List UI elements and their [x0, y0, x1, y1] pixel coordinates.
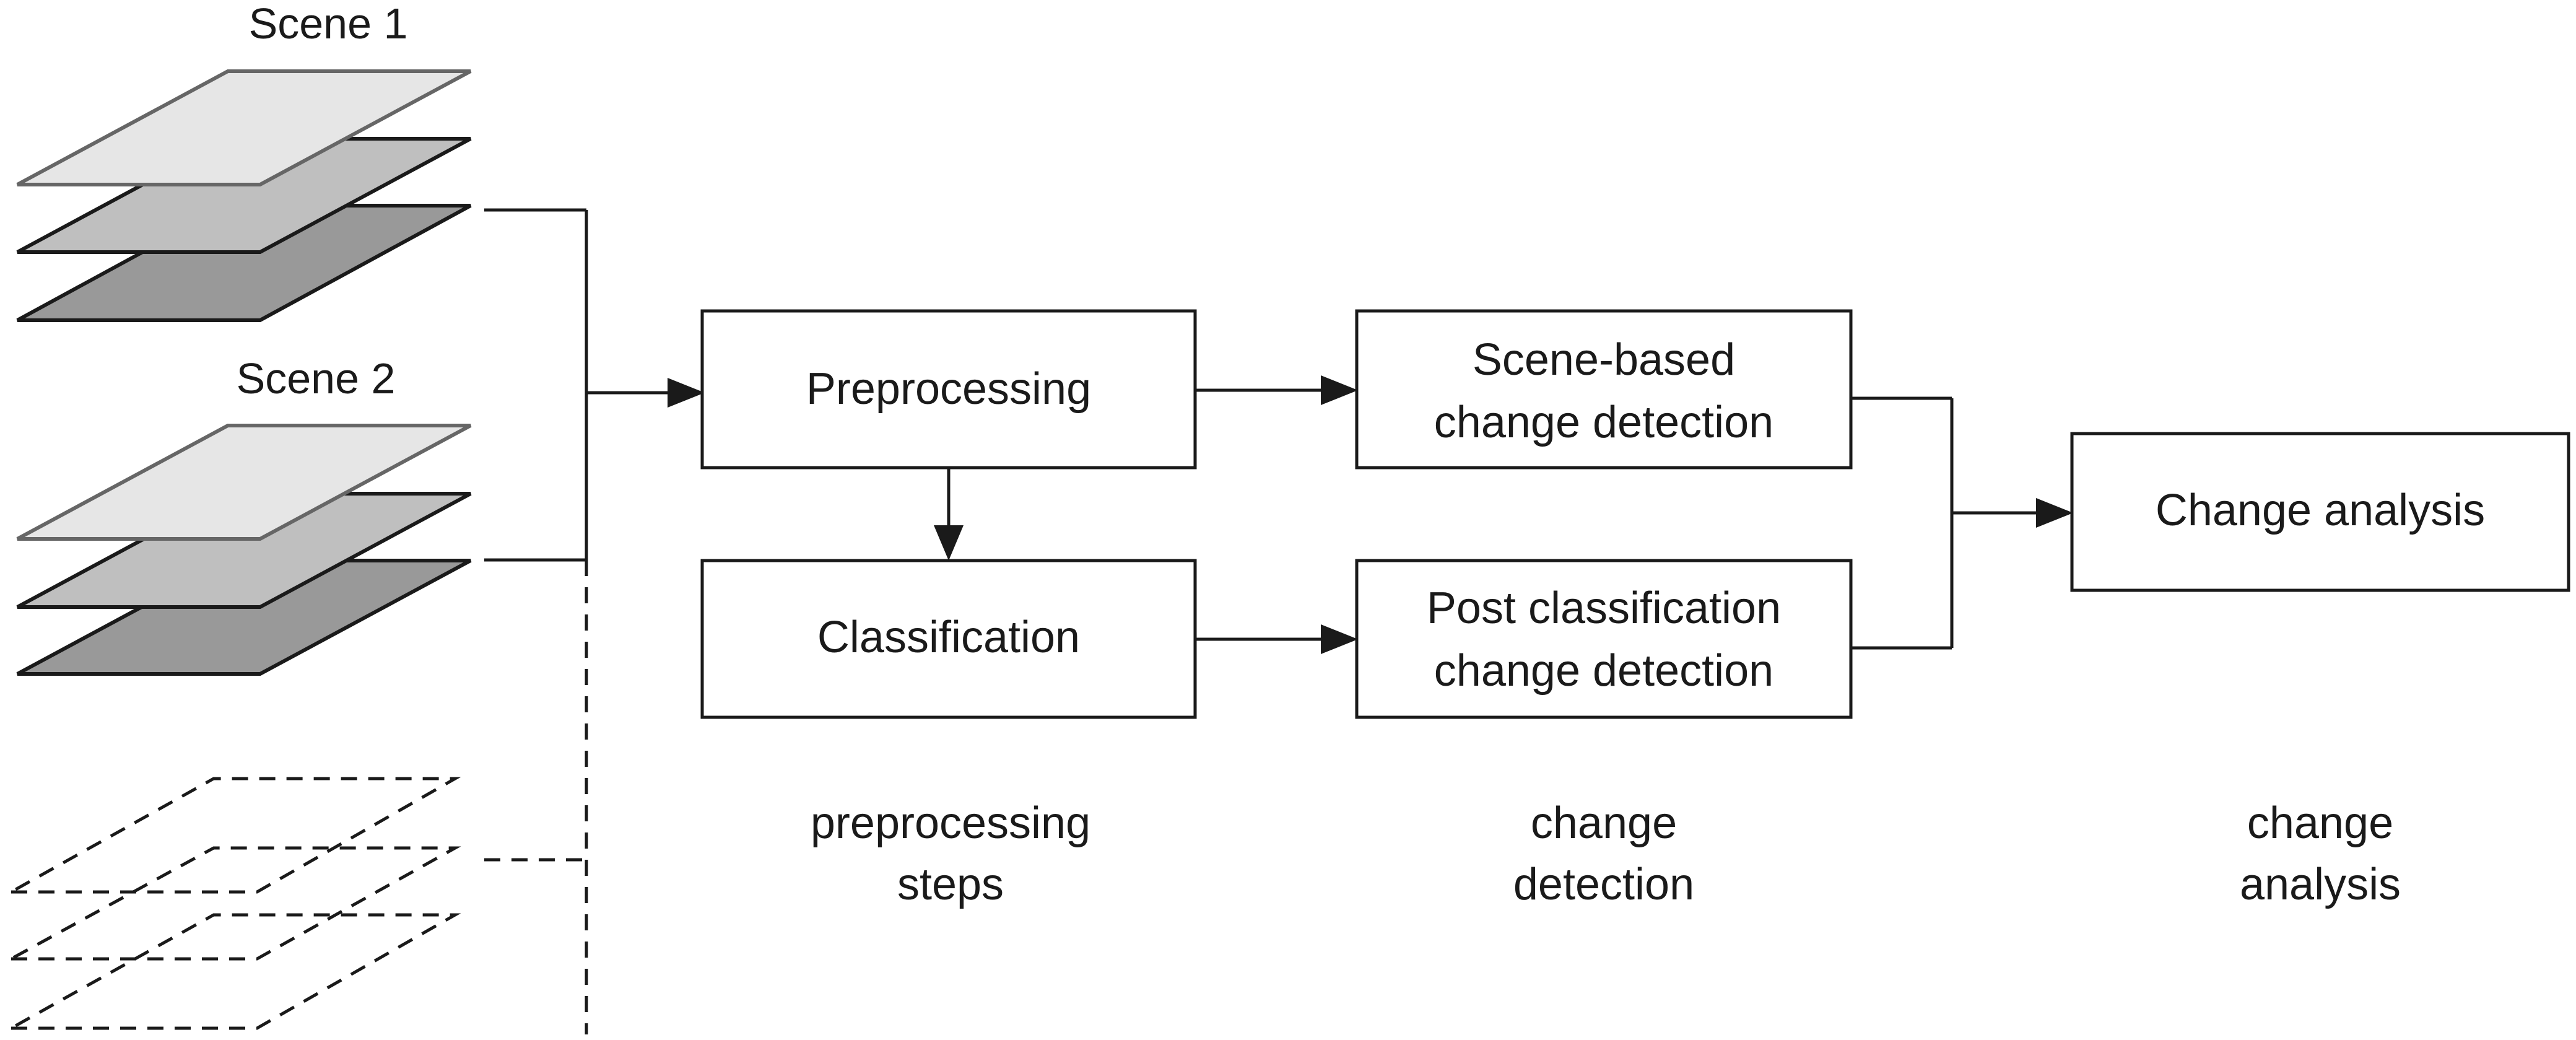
preprocessing-label: Preprocessing [806, 364, 1091, 414]
extra-layer-middle [10, 846, 461, 961]
scene-2-layer-top [16, 424, 472, 541]
extra-layer-top [5, 777, 461, 894]
change-analysis-box: Change analysis [2070, 432, 2570, 592]
scene-1-layer-top [16, 69, 472, 186]
scene-1-label: Scene 1 [249, 0, 408, 48]
stage-3-label-line-1: change [2247, 798, 2393, 848]
output-arrowhead [2036, 498, 2073, 528]
stage-labels: preprocessing steps change detection cha… [811, 798, 2401, 909]
stage-1-label-line-1: preprocessing [811, 798, 1090, 848]
post-classification-change-detection-box: Post classification change detection [1355, 559, 1853, 719]
preprocessing-to-scene-based-arrowhead [1321, 375, 1358, 405]
extra-layer-bottom [5, 913, 461, 1030]
output-connectors [1851, 396, 2073, 650]
scene-2-stack: Scene 2 [16, 354, 472, 676]
post-classification-label-line-2: change detection [1434, 646, 1773, 696]
stage-2-label-line-2: detection [1513, 860, 1694, 909]
post-classification-label-line-1: Post classification [1427, 583, 1781, 633]
stage-3-label-line-2: analysis [2240, 860, 2401, 909]
classification-box: Classification [700, 559, 1197, 719]
scene-2-label: Scene 2 [237, 354, 396, 403]
preprocessing-to-classification-arrowhead [934, 525, 964, 561]
scene-based-label-line-2: change detection [1434, 398, 1773, 447]
input-arrowhead [668, 378, 705, 408]
stage-1-label-line-2: steps [897, 860, 1004, 909]
preprocessing-box: Preprocessing [700, 309, 1197, 470]
scene-based-change-detection-box: Scene-based change detection [1355, 309, 1853, 470]
scene-1-stack: Scene 1 [16, 0, 472, 322]
classification-label: Classification [817, 613, 1080, 662]
classification-to-post-classification-arrowhead [1321, 624, 1358, 654]
additional-scenes-stack [5, 777, 461, 1030]
input-connectors [484, 208, 705, 1034]
scene-based-label-line-1: Scene-based [1473, 335, 1735, 385]
stage-2-label-line-1: change [1531, 798, 1677, 848]
change-analysis-label: Change analysis [2156, 486, 2485, 535]
